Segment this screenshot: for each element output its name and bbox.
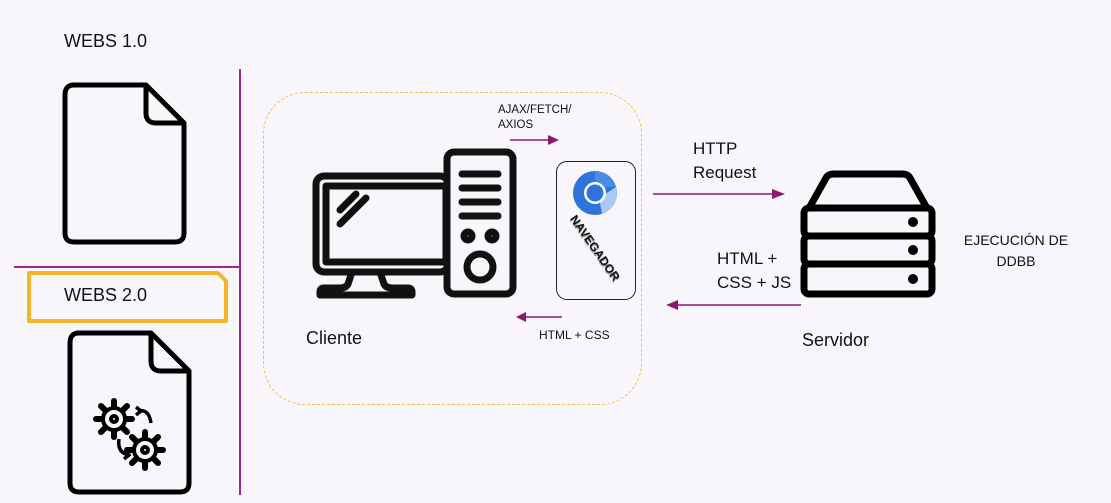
db-line2: DDBB [996, 253, 1036, 269]
dynamic-document-icon [67, 330, 192, 495]
server-label: Servidor [802, 330, 870, 350]
webs2-highlight-box [27, 271, 228, 323]
db-execution-label: EJECUCIÓN DE DDBB [956, 230, 1076, 272]
ajax-arrow [510, 135, 559, 145]
db-line1: EJECUCIÓN DE [963, 232, 1069, 248]
horizontal-divider [14, 266, 240, 268]
ajax-label-line2: AXIOS [498, 119, 534, 131]
response-arrow [666, 300, 801, 310]
computer-icon [312, 148, 517, 299]
response-line2: CSS + JS [717, 273, 792, 292]
vertical-divider [239, 69, 241, 495]
client-container [263, 92, 642, 405]
webs2-title: WEBS 2.0 [64, 285, 148, 305]
chrome-icon [573, 171, 617, 215]
http-request-line1: HTTP [693, 139, 738, 158]
html-css-label: HTML + CSS [539, 328, 610, 342]
response-label: HTML + CSS + JS [717, 247, 791, 295]
http-request-label: HTTP Request [693, 137, 756, 185]
webs1-title: WEBS 1.0 [64, 31, 148, 51]
ajax-label: AJAX/FETCH/ AXIOS [498, 103, 571, 133]
server-icon [800, 170, 936, 298]
client-label: Cliente [306, 328, 363, 348]
http-request-line2: Request [693, 163, 757, 182]
ajax-label-line1: AJAX/FETCH/ [498, 104, 572, 116]
request-arrow [653, 189, 785, 199]
document-icon [62, 82, 187, 245]
gears-icon [93, 398, 166, 471]
response-line1: HTML + [717, 249, 778, 268]
html-css-arrow [516, 312, 562, 322]
